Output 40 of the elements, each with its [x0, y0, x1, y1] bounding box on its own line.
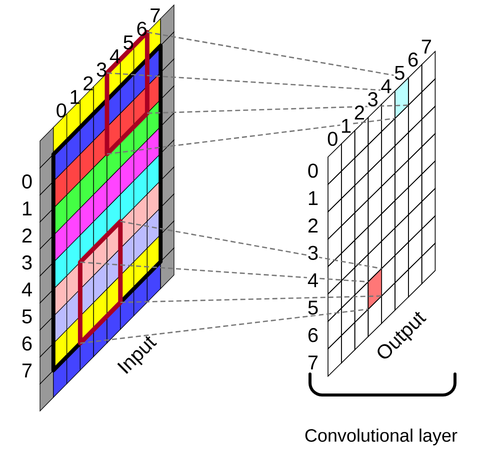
row-index: 3 [22, 255, 32, 270]
row-index: 7 [22, 364, 32, 378]
row-index: 4 [22, 282, 32, 296]
row-index: 1 [306, 190, 320, 206]
dashed-line [147, 32, 409, 78]
column-index: 6 [407, 52, 419, 67]
column-index: 3 [366, 92, 379, 107]
row-index: 0 [306, 163, 320, 178]
dashed-line [120, 220, 382, 270]
column-index: 2 [84, 76, 93, 90]
row-index: 4 [306, 272, 320, 288]
dashed-line [106, 72, 396, 92]
column-index: 7 [150, 8, 160, 22]
column-index: 6 [137, 22, 146, 36]
row-index: 6 [22, 336, 32, 351]
column-index: 5 [394, 66, 406, 80]
layer-caption: Convolutional layer [305, 428, 458, 446]
column-index: 0 [56, 103, 66, 118]
row-index: 2 [306, 218, 320, 233]
row-index: 3 [306, 245, 320, 260]
column-index: 4 [380, 79, 392, 94]
row-index: 2 [22, 228, 32, 242]
row-index: 0 [22, 174, 32, 189]
column-index: 1 [340, 118, 352, 133]
dashed-line [147, 104, 408, 114]
dashed-line [80, 262, 368, 282]
dashed-line [106, 118, 396, 155]
column-index: 2 [354, 105, 366, 120]
dashed-line [120, 295, 382, 304]
row-index: 7 [306, 355, 320, 370]
row-index: 5 [306, 300, 320, 316]
row-index: 6 [306, 328, 320, 343]
column-index: 4 [110, 49, 120, 64]
dashed-line [80, 308, 368, 344]
row-index: 1 [22, 202, 32, 216]
column-index: 1 [70, 90, 80, 104]
row-index: 5 [22, 310, 32, 324]
column-index: 0 [326, 131, 338, 146]
column-index: 5 [124, 36, 134, 50]
column-index: 3 [96, 62, 106, 77]
